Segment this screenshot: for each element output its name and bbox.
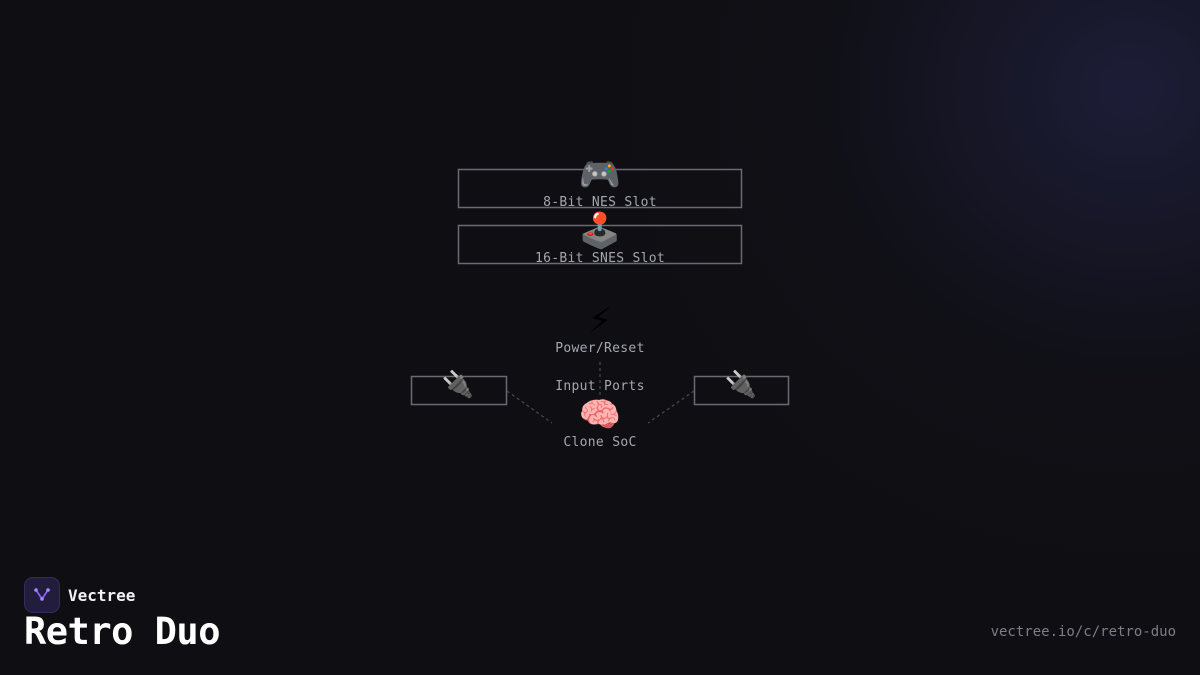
page-url[interactable]: vectree.io/c/retro-duo — [990, 624, 1176, 640]
brand[interactable]: Vectree — [24, 577, 135, 613]
power-reset-label: Power/Reset — [555, 341, 645, 356]
edge-right-port-soc — [647, 390, 695, 424]
plug-icon: 🔌 — [441, 370, 475, 400]
clone-soc-label: Clone SoC — [563, 435, 637, 450]
plug-icon: 🔌 — [724, 370, 758, 400]
nes-slot-label: 8-Bit NES Slot — [543, 195, 657, 210]
node-power-reset[interactable]: ⚡ Power/Reset — [555, 301, 644, 357]
right-port-box — [693, 375, 790, 406]
node-right-port[interactable]: 🔌 — [725, 370, 757, 400]
nes-slot-box — [457, 168, 743, 209]
edge-left-port-soc — [506, 390, 553, 424]
snes-slot-label: 16-Bit SNES Slot — [534, 251, 666, 266]
node-clone-soc[interactable]: 🧠 Clone SoC — [563, 395, 636, 451]
snes-slot-box — [457, 224, 743, 265]
left-port-box — [410, 375, 508, 406]
lightning-icon: ⚡ — [588, 301, 612, 341]
page-title: Retro Duo — [24, 610, 220, 653]
brain-icon: 🧠 — [578, 395, 622, 435]
joystick-icon: 🕹️ — [578, 211, 622, 251]
node-left-port[interactable]: 🔌 — [442, 370, 474, 400]
brand-name: Vectree — [68, 585, 136, 605]
node-nes-slot[interactable]: 🎮 8-Bit NES Slot — [543, 155, 657, 211]
vectree-logo-icon — [24, 577, 60, 613]
input-ports-label: Input Ports — [555, 379, 645, 394]
gamepad-icon: 🎮 — [578, 155, 622, 195]
node-snes-slot[interactable]: 🕹️ 16-Bit SNES Slot — [535, 211, 665, 267]
